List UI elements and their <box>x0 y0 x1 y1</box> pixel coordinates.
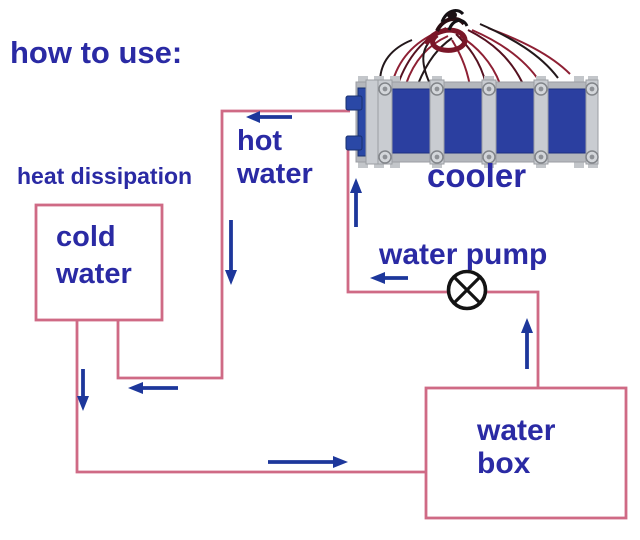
page-title: how to use: <box>10 35 183 70</box>
flow-arrow-down-hot-line <box>225 220 237 285</box>
heat-dissipation-label: heat dissipation <box>17 163 193 189</box>
flow-arrow-hot-out-left <box>246 111 292 123</box>
pipe-pump-loop <box>346 148 540 390</box>
cooler-screws <box>378 82 599 164</box>
cooler-wires <box>379 9 571 87</box>
flow-arrow-down-cold-out <box>77 369 89 411</box>
hot-water-label: hot water <box>237 125 313 191</box>
cooler-label: cooler <box>427 157 527 194</box>
flow-arrow-up-to-cooler <box>350 178 362 227</box>
flow-arrow-left-from-pump <box>370 272 408 284</box>
water-pump-label: water pump <box>379 238 548 271</box>
water-box-label: water box <box>477 414 556 480</box>
pipe-hot-water-return <box>116 109 350 380</box>
water-box <box>424 386 628 520</box>
cooler-device-photo <box>345 9 599 168</box>
cooler-clamp-columns <box>377 79 599 165</box>
flow-arrow-up-to-pump <box>521 318 533 369</box>
pipe-cold-water-out <box>75 319 427 474</box>
cooler-modules <box>391 88 587 154</box>
cold-water-label: cold water <box>56 221 132 290</box>
cold-water-box <box>34 203 164 322</box>
flow-arrow-right-to-water-box <box>268 456 348 468</box>
water-pump-icon <box>446 269 488 311</box>
flow-arrow-left-into-radiator <box>128 382 178 394</box>
